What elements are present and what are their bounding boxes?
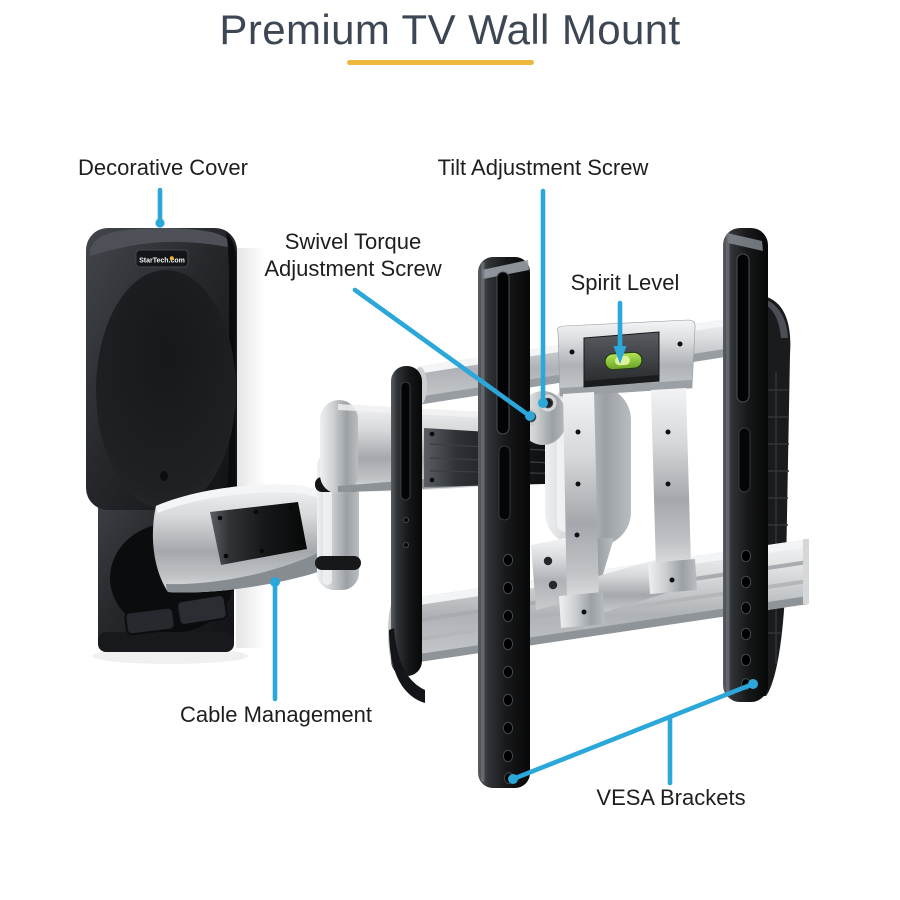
lower-arm-graphic: [152, 484, 348, 593]
callout-label-cable-management: Cable Management: [179, 702, 373, 727]
decorative-cover-graphic: StarTech.com: [86, 228, 237, 510]
callout-line-decorative-cover: [155, 187, 165, 228]
callout-label-swivel-torque-line1: Swivel Torque: [284, 229, 422, 254]
callout-label-tilt-adjustment-screw: Tilt Adjustment Screw: [437, 155, 649, 180]
cable-clips-graphic: [124, 594, 228, 636]
callout-line-vesa-brackets: [508, 679, 758, 786]
center-bracket-graphic: [557, 319, 697, 628]
lower-arm-screws: [217, 505, 302, 559]
title-underline-accent: [347, 60, 534, 65]
vesa-bracket-left-graphic: [478, 257, 530, 788]
vesa-holes-left: [502, 553, 514, 784]
brand-logo-badge: StarTech.com: [135, 249, 189, 268]
callout-label-decorative-cover: Decorative Cover: [78, 155, 248, 180]
callout-lines: [155, 187, 758, 786]
callout-label-swivel-torque: Swivel Torque Adjustment Screw: [264, 229, 441, 283]
center-bracket-screws: [569, 341, 683, 615]
callout-label-spirit-level: Spirit Level: [570, 270, 680, 295]
callout-line-swivel-torque: [352, 287, 535, 421]
callout-line-cable-management: [270, 577, 280, 702]
tilt-bracket-post-graphic: [389, 366, 425, 703]
page-title: Premium TV Wall Mount: [219, 6, 681, 53]
vesa-holes-right: [740, 549, 752, 690]
callout-line-tilt-adjustment-screw: [538, 188, 548, 408]
callout-label-swivel-torque-line2: Adjustment Screw: [264, 255, 442, 281]
brand-logo-text: StarTech.com: [139, 258, 185, 265]
callout-label-vesa-brackets: VESA Brackets: [596, 785, 746, 810]
vesa-bracket-right-graphic: [723, 228, 768, 702]
brand-star-icon: [169, 256, 174, 261]
callout-line-spirit-level: [613, 300, 627, 364]
